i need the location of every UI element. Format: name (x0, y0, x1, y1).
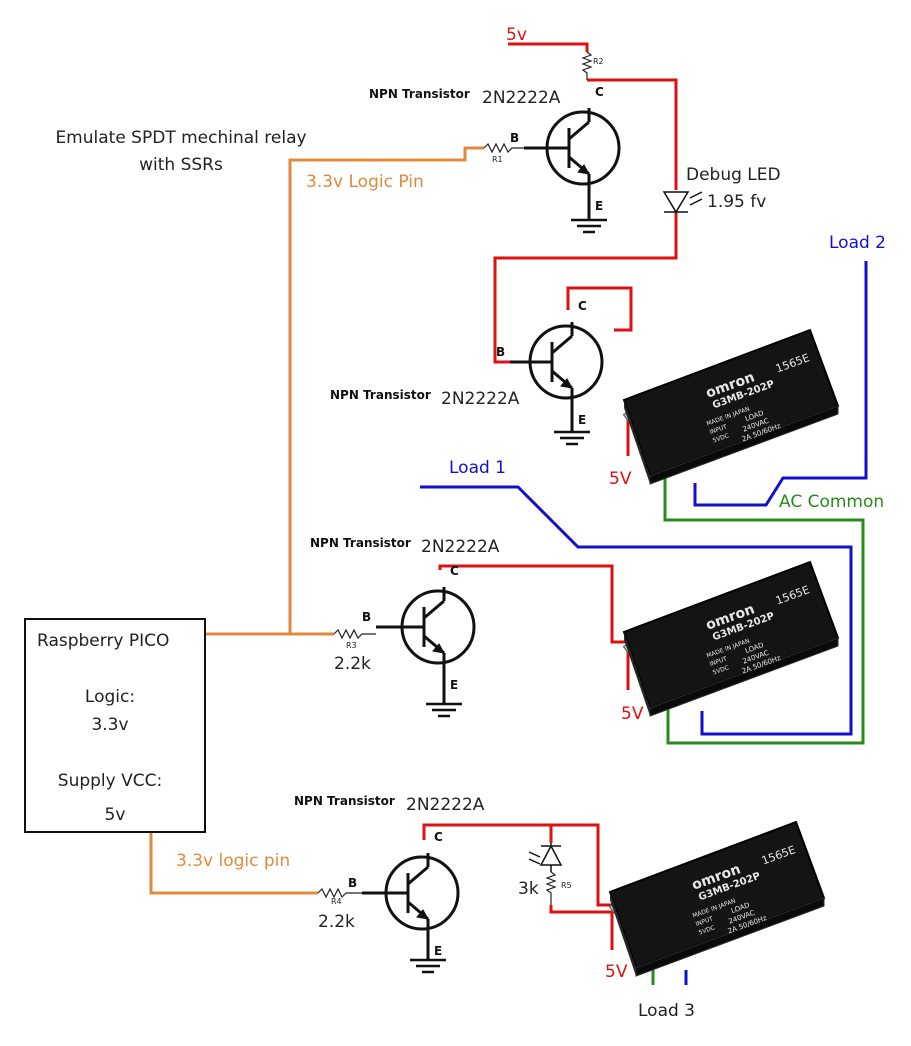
load-1-label: Load 1 (449, 458, 506, 478)
pico-logic-value: 3.3v (91, 715, 128, 735)
q2-part-label: 2N2222A (441, 389, 520, 409)
resistor-r2 (581, 51, 593, 80)
q3-part-label: 2N2222A (421, 537, 500, 557)
r3-value: 2.2k (334, 654, 371, 674)
load-2-label: Load 2 (829, 233, 886, 253)
ac-common-wire (663, 450, 865, 745)
r4-label: R4 (331, 897, 342, 906)
q4-ssr-wire (551, 823, 612, 907)
transistors: B C E B C E B C E B C E (348, 85, 621, 974)
resistor-r3 (333, 628, 376, 640)
q2-pin-c-label: C (578, 299, 587, 313)
q4-collector-wire (422, 823, 553, 843)
q3-transistor-icon (376, 587, 476, 704)
q1-pin-c-label: C (595, 85, 604, 99)
pico-title: Raspberry PICO (37, 631, 169, 651)
load1-wire (420, 485, 853, 736)
q2-collector-wire (566, 286, 633, 332)
logic-wire-4 (149, 833, 318, 895)
q3-collector-wire (438, 564, 628, 644)
logic-pin-label-2: 3.3v logic pin (176, 851, 290, 871)
q3-pin-b-label: B (362, 610, 371, 624)
q2-pin-e-label: E (578, 413, 586, 427)
q2-type-label: NPN Transistor (330, 388, 431, 402)
debug-led-fv: 1.95 fv (707, 192, 766, 212)
r1-label: R1 (492, 155, 503, 164)
q1-collector-wire (587, 78, 678, 190)
pico-supply-value: 5v (105, 805, 126, 825)
ssr3-5v-label: 5V (605, 962, 628, 982)
q4-pin-e-label: E (434, 944, 442, 958)
supply-5v-label: 5v (506, 25, 527, 45)
q3-pin-e-label: E (450, 678, 458, 692)
note-line-1: Emulate SPDT mechinal relay (55, 128, 306, 148)
q4-ground-icon (410, 958, 446, 974)
ac-common-label: AC Common (779, 492, 884, 512)
wires (149, 42, 868, 985)
ssr1-5v-label: 5V (621, 704, 644, 724)
resistor-r5 (545, 871, 557, 905)
q1-type-label: NPN Transistor (369, 87, 470, 101)
r3-label: R3 (346, 641, 357, 650)
logic-wire-1 (205, 146, 484, 636)
q4-pin-b-label: B (348, 876, 357, 890)
q4-pin-c-label: C (434, 830, 443, 844)
q1-part-label: 2N2222A (482, 88, 561, 108)
q2-ground-icon (554, 430, 590, 446)
q1-pin-b-label: B (510, 131, 519, 145)
resistors (317, 51, 593, 905)
ssr2-5v-label: 5V (609, 469, 632, 489)
q3-pin-c-label: C (450, 564, 459, 578)
pico-supply-label: Supply VCC: (58, 771, 162, 791)
pico-logic-label: Logic: (85, 687, 135, 707)
q1-transistor-icon (524, 108, 621, 220)
pico-box (24, 618, 206, 833)
supply-5v-wire (508, 42, 589, 52)
resistor-r4 (317, 887, 362, 899)
r5-value: 3k (518, 879, 539, 899)
led-to-q2-wire (493, 212, 678, 364)
debug-led-label: Debug LED (686, 165, 781, 185)
q4-type-label: NPN Transistor (294, 794, 395, 808)
q3-type-label: NPN Transistor (310, 536, 411, 550)
r5-label: R5 (561, 881, 572, 890)
note-line-2: with SSRs (139, 155, 223, 175)
q1-pin-e-label: E (595, 199, 603, 213)
q3-ground-icon (426, 702, 462, 718)
q2-pin-b-label: B (496, 345, 505, 359)
resistor-r1 (483, 142, 524, 154)
r4-value: 2.2k (318, 912, 355, 932)
q4-transistor-icon (362, 853, 460, 960)
load-3-label: Load 3 (638, 1001, 695, 1021)
q4-part-label: 2N2222A (406, 795, 485, 815)
r5-to-ssr-wire (549, 905, 614, 950)
q1-ground-icon (571, 218, 607, 234)
load2-wire (693, 261, 868, 507)
led-icon (528, 843, 563, 872)
logic-pin-label-1: 3.3v Logic Pin (306, 172, 424, 192)
debug-led-icon (662, 191, 703, 214)
r2-label: R2 (593, 57, 604, 66)
q2-transistor-icon (510, 322, 604, 432)
